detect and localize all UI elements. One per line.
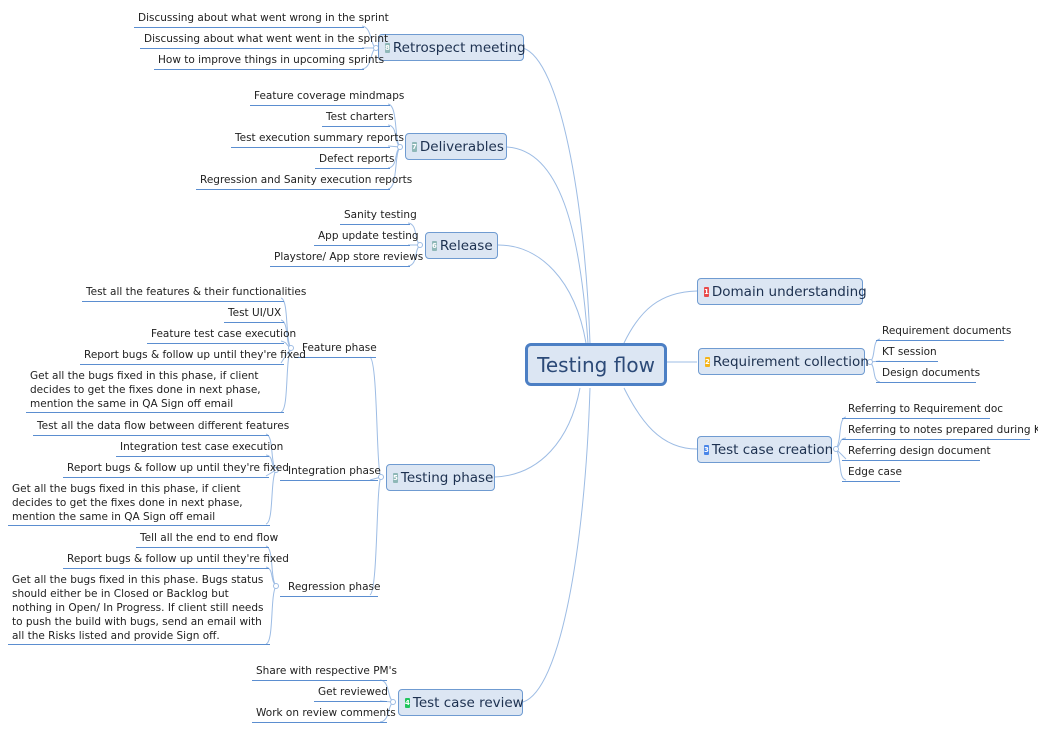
leaf-kt-session[interactable]: KT session (876, 345, 938, 362)
branch-test-case-creation[interactable]: 3 Test case creation (697, 436, 834, 463)
subphase-integration[interactable]: Integration phase (280, 464, 381, 481)
leaf-referring-requirement-doc[interactable]: Referring to Requirement doc (842, 402, 1003, 419)
leaf-edge-case[interactable]: Edge case (842, 465, 902, 482)
root-node[interactable]: Testing flow (525, 343, 667, 386)
branch-label: Deliverables (419, 138, 504, 155)
branch-label: Retrospect meeting (392, 39, 526, 56)
leaf-retro-went-wrong[interactable]: Discussing about what went wrong in the … (134, 11, 389, 28)
leaf-work-on-comments[interactable]: Work on review comments (252, 706, 396, 723)
priority-6-icon: 6 (432, 240, 437, 251)
leaf-get-reviewed[interactable]: Get reviewed (314, 685, 388, 702)
leaf-retro-improve[interactable]: How to improve things in upcoming sprint… (154, 53, 384, 70)
leaf-feature-coverage-mindmaps[interactable]: Feature coverage mindmaps (250, 89, 404, 106)
branch-label: Testing phase (400, 469, 494, 486)
leaf-design-documents[interactable]: Design documents (876, 366, 980, 383)
branch-deliverables[interactable]: 7 Deliverables (405, 133, 507, 160)
leaf-test-execution-summary[interactable]: Test execution summary reports (231, 131, 404, 148)
priority-2-icon: 2 (705, 356, 710, 367)
branch-retrospect-meeting[interactable]: 8 Retrospect meeting (378, 34, 526, 61)
leaf-retro-went-well[interactable]: Discussing about what went went in the s… (140, 32, 388, 49)
leaf-integration-report-bugs[interactable]: Report bugs & follow up until they're fi… (63, 461, 289, 478)
leaf-feature-bugs-fixed[interactable]: Get all the bugs fixed in this phase, if… (26, 369, 284, 413)
leaf-sanity-testing[interactable]: Sanity testing (340, 208, 417, 225)
branch-label: Requirement collection (712, 353, 869, 370)
leaf-defect-reports[interactable]: Defect reports (315, 152, 394, 169)
subphase-feature[interactable]: Feature phase (294, 341, 377, 358)
branch-domain-understanding[interactable]: 1 Domain understanding (697, 278, 867, 305)
leaf-referring-design-document[interactable]: Referring design document (842, 444, 991, 461)
branch-label: Test case review (412, 694, 524, 711)
leaf-share-with-pms[interactable]: Share with respective PM's (252, 664, 397, 681)
leaf-feature-report-bugs[interactable]: Report bugs & follow up until they're fi… (80, 348, 306, 365)
branch-release[interactable]: 6 Release (425, 232, 498, 259)
leaf-playstore-reviews[interactable]: Playstore/ App store reviews (270, 250, 423, 267)
branch-label: Domain understanding (711, 283, 867, 300)
branch-requirement-collection[interactable]: 2 Requirement collection (698, 348, 869, 375)
leaf-requirement-documents[interactable]: Requirement documents (876, 324, 1011, 341)
leaf-regression-report-bugs[interactable]: Report bugs & follow up until they're fi… (63, 552, 289, 569)
leaf-integration-bugs-fixed[interactable]: Get all the bugs fixed in this phase, if… (8, 482, 270, 526)
priority-5-icon: 5 (393, 472, 398, 483)
subphase-regression[interactable]: Regression phase (280, 580, 380, 597)
branch-test-case-review[interactable]: 4 Test case review (398, 689, 524, 716)
leaf-feature-test-execution[interactable]: Feature test case execution (147, 327, 296, 344)
priority-1-icon: 1 (704, 286, 709, 297)
priority-4-icon: 4 (405, 697, 410, 708)
leaf-app-update-testing[interactable]: App update testing (314, 229, 419, 246)
branch-label: Test case creation (711, 441, 834, 458)
branch-testing-phase[interactable]: 5 Testing phase (386, 464, 495, 491)
priority-8-icon: 8 (385, 42, 390, 53)
leaf-test-all-features[interactable]: Test all the features & their functional… (82, 285, 306, 302)
leaf-integration-test-execution[interactable]: Integration test case execution (116, 440, 283, 457)
leaf-regression-bugs-fixed[interactable]: Get all the bugs fixed in this phase. Bu… (8, 573, 270, 645)
priority-3-icon: 3 (704, 444, 709, 455)
leaf-regression-sanity-reports[interactable]: Regression and Sanity execution reports (196, 173, 412, 190)
root-label: Testing flow (537, 352, 655, 377)
leaf-test-charters[interactable]: Test charters (322, 110, 394, 127)
branch-label: Release (439, 237, 493, 254)
leaf-test-ui-ux[interactable]: Test UI/UX (224, 306, 284, 323)
leaf-referring-kt-notes[interactable]: Referring to notes prepared during KT (842, 423, 1038, 440)
leaf-end-to-end-flow[interactable]: Tell all the end to end flow (136, 531, 278, 548)
leaf-test-data-flow[interactable]: Test all the data flow between different… (33, 419, 289, 436)
priority-7-icon: 7 (412, 141, 417, 152)
